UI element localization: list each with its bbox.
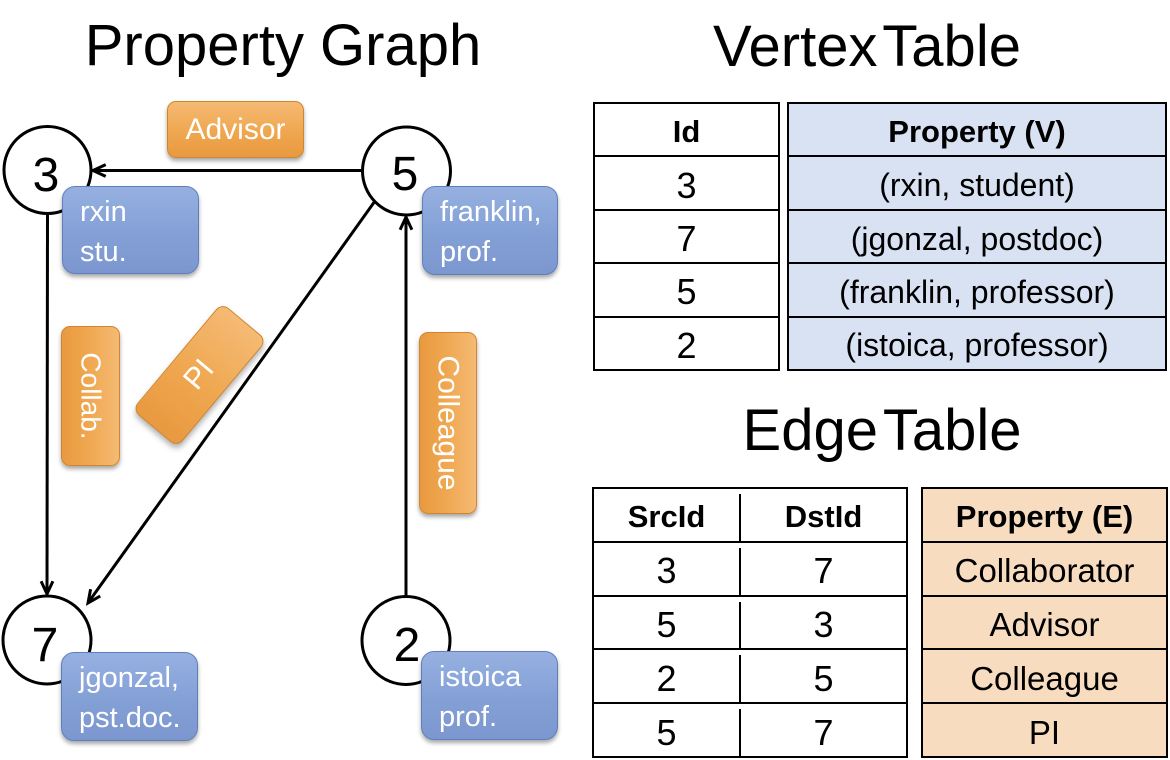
svg-text:5: 5 xyxy=(392,148,419,201)
svg-text:7: 7 xyxy=(32,619,59,672)
svg-text:2: 2 xyxy=(394,619,421,672)
svg-text:3: 3 xyxy=(33,149,60,202)
